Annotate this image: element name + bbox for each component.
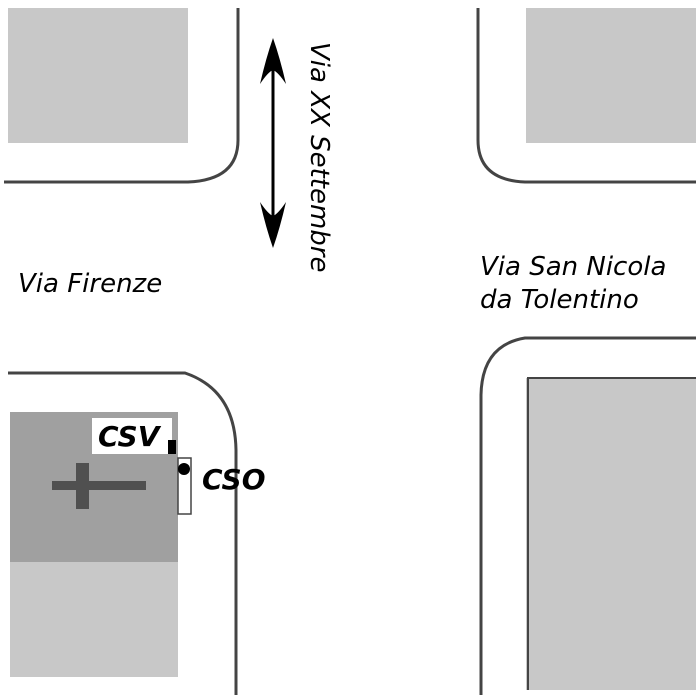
inner-edge-southeast <box>527 377 696 690</box>
curb-southwest <box>8 371 238 695</box>
street-label-north-south: Via XX Settembre <box>304 42 334 273</box>
csv-label-box <box>92 418 172 454</box>
street-label-east-line2: da Tolentino <box>480 285 639 315</box>
block-northwest <box>8 8 188 143</box>
csv-marker <box>168 440 176 454</box>
cso-label: CSO <box>202 463 266 496</box>
curb-northwest <box>4 8 240 184</box>
curb-southeast <box>479 336 696 695</box>
street-label-east-line1: Via San Nicola <box>480 252 666 282</box>
curb-northeast <box>476 8 696 184</box>
block-southeast <box>526 378 696 690</box>
double-arrow-icon <box>260 38 286 248</box>
block-northeast <box>526 8 696 143</box>
cross-icon <box>52 463 146 509</box>
csv-label: CSV <box>98 420 162 453</box>
cso-marker <box>178 463 190 475</box>
street-label-west: Via Firenze <box>18 269 162 299</box>
